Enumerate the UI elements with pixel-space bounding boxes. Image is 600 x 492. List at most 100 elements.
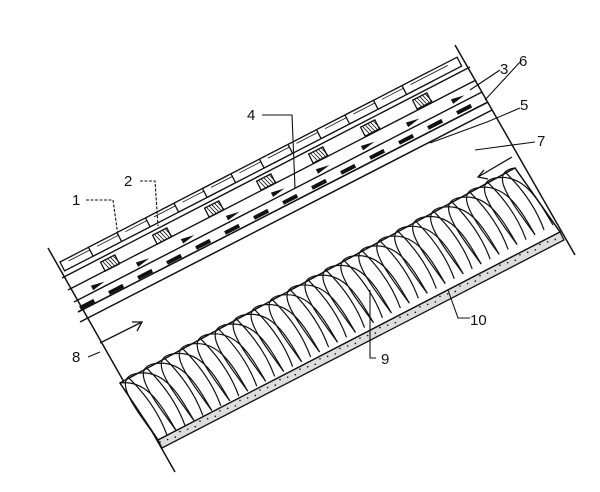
underlay-line-upper (61, 66, 471, 279)
label-8: 8 (72, 349, 80, 366)
batten-body (411, 92, 433, 110)
membrane-dash (311, 178, 328, 190)
batten-hatch (260, 178, 269, 187)
batten-body (359, 119, 381, 137)
arrow-8-shaft (99, 321, 143, 344)
membrane-dash (166, 253, 183, 265)
membrane-dash (282, 193, 299, 205)
lining-dot (466, 282, 469, 285)
membrane-dashes (79, 103, 473, 310)
arrow-7-shaft (477, 156, 513, 178)
ventilation-arrows (90, 95, 465, 291)
insulation-coil (389, 226, 446, 294)
airflow-arrow (180, 234, 195, 244)
lining-dot (394, 321, 397, 324)
airflow-arrow (225, 211, 240, 221)
batten-hatch (159, 231, 168, 240)
roof-tile (401, 56, 463, 96)
lining-dot (379, 326, 381, 329)
lining-dot (546, 241, 549, 243)
tiling-batten (151, 227, 173, 245)
leader-1 (86, 199, 119, 237)
batten-hatch (214, 202, 222, 212)
batten-hatch (312, 151, 321, 160)
lining-dot (314, 363, 317, 366)
tiling-batten (359, 119, 381, 137)
lining-dot (159, 441, 161, 443)
label-10: 10 (470, 312, 487, 329)
inner-lining-texture (159, 238, 557, 443)
batten-hatch (104, 259, 113, 268)
lining-dot (219, 410, 221, 412)
tiling-battens (99, 92, 433, 272)
counter-batten-bottom (73, 91, 483, 303)
label-9: 9 (381, 351, 389, 368)
insulation-coil (119, 372, 177, 441)
batten-hatch (315, 150, 324, 159)
lining-dot (419, 306, 421, 308)
lining-dot (406, 313, 409, 316)
lining-dot (359, 337, 361, 339)
lining-dot (226, 407, 229, 410)
lining-dot (414, 311, 417, 314)
air-gap-arrows (99, 156, 513, 344)
lining-dot (354, 342, 357, 345)
lining-dot (426, 303, 429, 306)
label-7: 7 (537, 133, 545, 150)
lining-dot (199, 420, 201, 423)
lining-dot (286, 376, 289, 378)
batten-hatch (107, 258, 116, 267)
leader-4 (262, 114, 296, 189)
batten-hatch (216, 201, 225, 210)
batten-hatch (156, 232, 165, 241)
batten-hatch (370, 121, 378, 131)
insulation-coil (263, 294, 321, 363)
lining-dot (479, 274, 481, 277)
membrane-dash (108, 283, 125, 295)
lining-dot (386, 324, 389, 326)
batten-hatch (310, 152, 318, 162)
insulation-coil (173, 343, 231, 412)
insulation-coil (191, 333, 249, 402)
lining-dot (306, 365, 309, 368)
insulation-coils (119, 167, 554, 441)
insulation-coil (299, 274, 357, 343)
membrane-dash (137, 268, 154, 280)
batten-hatch (372, 120, 381, 129)
reference-numerals: 1 2 4 3 6 5 7 8 9 10 (72, 53, 545, 368)
insulation-coil (227, 313, 285, 382)
batten-hatch (154, 233, 162, 243)
airflow-arrow (135, 258, 150, 267)
lining-dot (254, 394, 257, 397)
membrane-dash (195, 238, 212, 250)
label-3: 3 (500, 61, 508, 78)
label-4: 4 (247, 107, 255, 124)
insulation-coil (353, 245, 410, 314)
batten-hatch (268, 174, 277, 183)
lining-dot (246, 397, 249, 399)
tiling-batten (307, 146, 329, 164)
leader-5 (429, 107, 521, 144)
batten-hatch (414, 98, 422, 108)
lining-dot (174, 436, 177, 438)
lining-dot (274, 384, 277, 386)
lining-dot (206, 417, 209, 420)
leader-2 (140, 180, 159, 227)
insulation-coil (155, 353, 213, 421)
roof-tiles-layer (59, 56, 463, 272)
insulation-coil (407, 216, 464, 284)
batten-hatch (263, 177, 272, 186)
rafter-top-edge (79, 109, 493, 323)
lining-dot (539, 243, 541, 246)
lining-dot (239, 399, 241, 402)
lining-dot (279, 378, 281, 381)
leader-9 (369, 290, 376, 359)
lining-dot (234, 405, 237, 407)
lining-dot (474, 280, 477, 282)
membrane-dash (79, 298, 96, 310)
batten-hatch (364, 124, 373, 133)
leader-lines (86, 61, 536, 359)
airflow-arrow (270, 188, 285, 198)
membrane-dash (224, 223, 241, 235)
lining-dot (434, 301, 437, 303)
